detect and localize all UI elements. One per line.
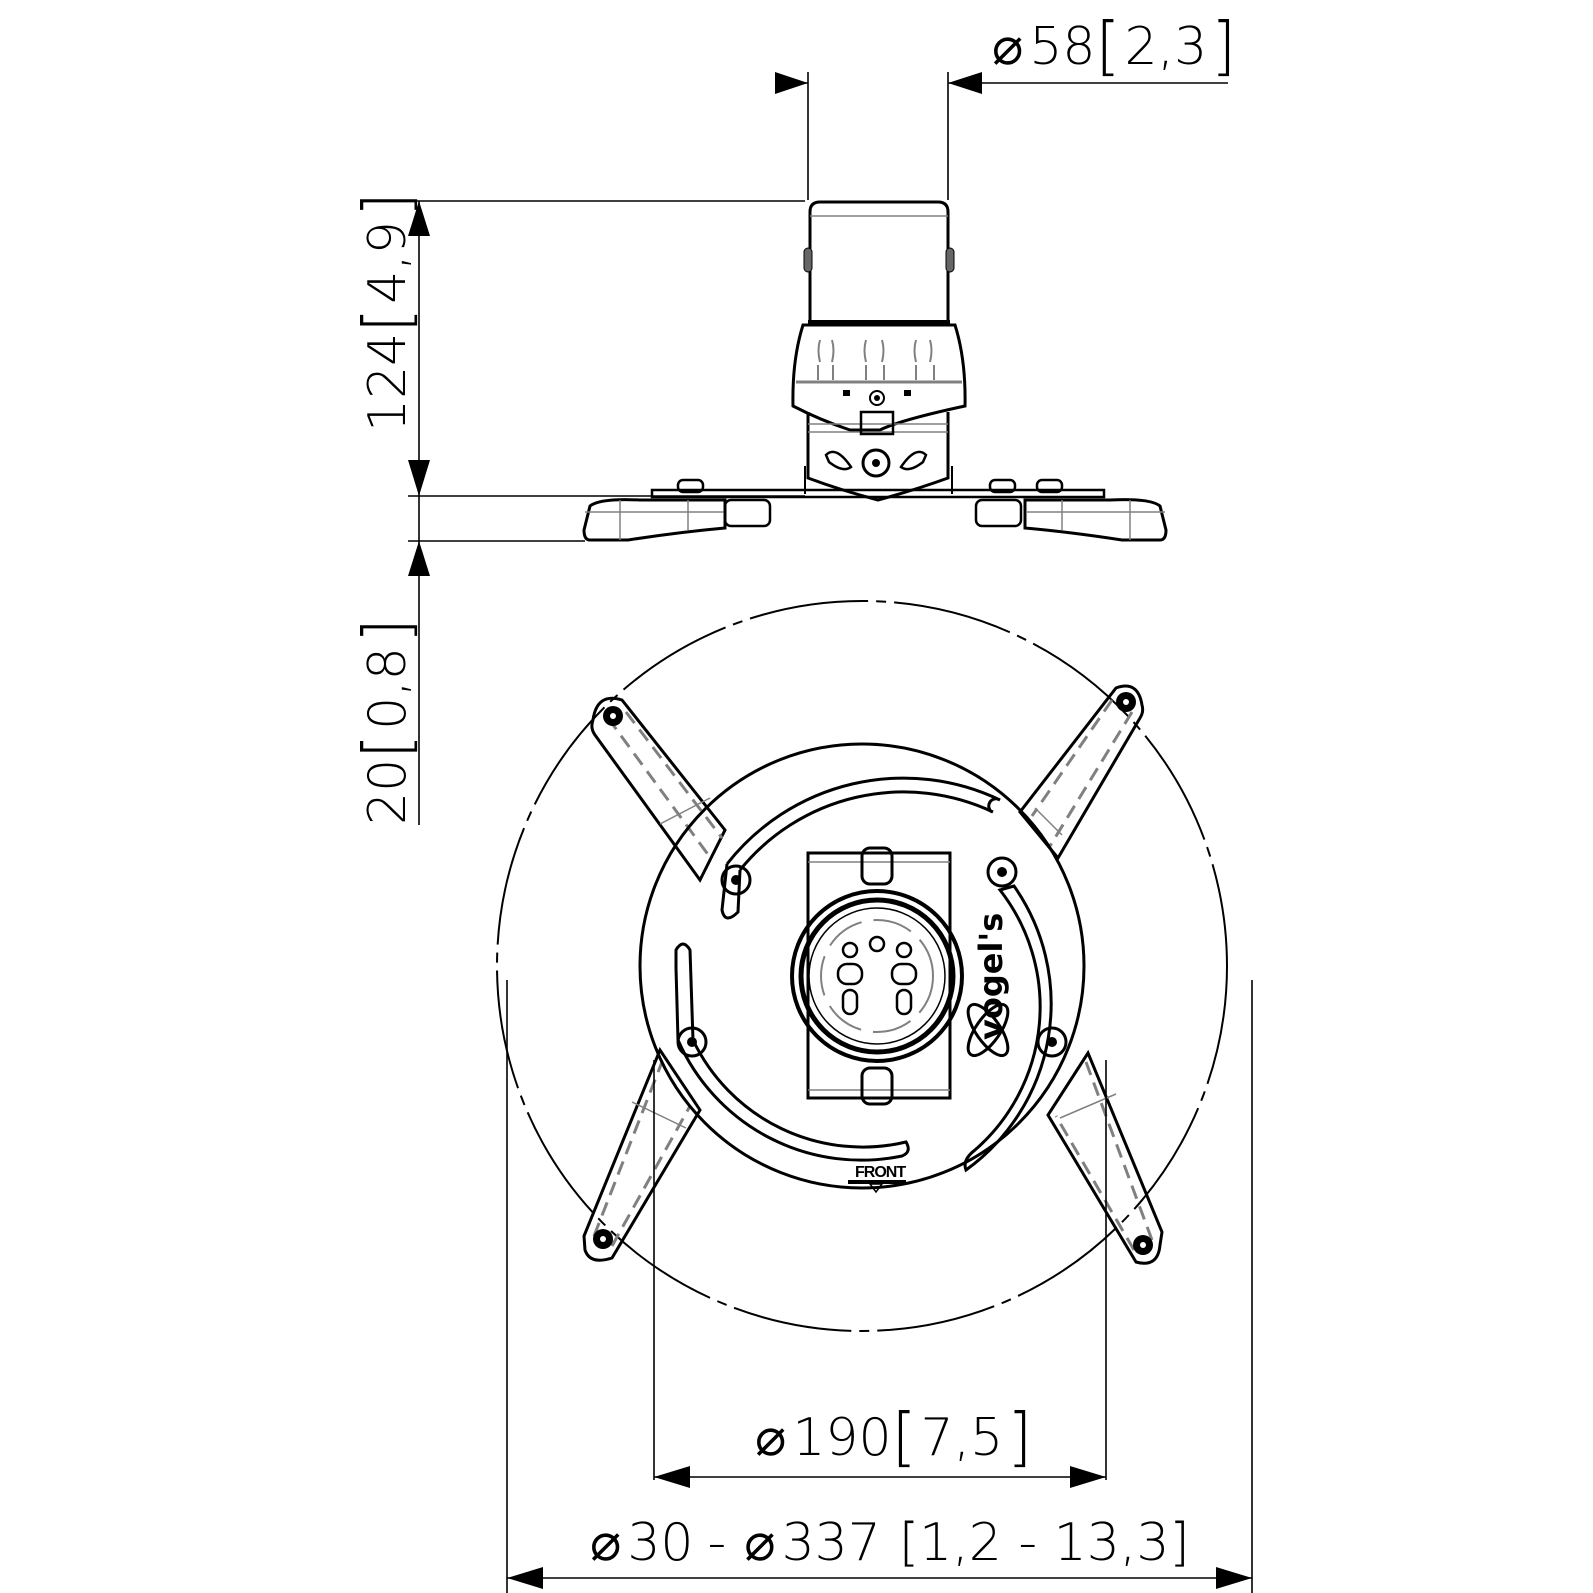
bracket-open: [ [892,1401,917,1475]
hinge-block [806,412,950,502]
dimension-plate-diameter: ⌀190[7,5] [653,1060,1107,1488]
svg-text:⌀190[7,5]: ⌀190[7,5] [755,1401,1032,1475]
dim-inch-value: 4,9 [358,221,418,304]
diameter-symbol: ⌀ [590,1513,621,1573]
tube [808,200,950,320]
dim-value: 58 [1029,17,1095,77]
dimension-height: 124[4,9] [351,192,805,542]
top-view: vogel's FRONT [496,600,1228,1332]
arm-bottom-left [582,1046,702,1262]
arm-bottom-right [1046,1049,1164,1265]
dim-value: 20 [358,759,418,825]
bracket-open: [ [351,734,425,759]
svg-text:124[4,9]: 124[4,9] [351,192,425,432]
dimension-base-height: 20[0,8] [351,496,430,825]
svg-text:20[0,8]: 20[0,8] [351,618,425,825]
svg-text:⌀30-⌀337[1,2 - 13,3]: ⌀30-⌀337[1,2 - 13,3] [590,1513,1190,1573]
mounting-plate [638,742,1086,1190]
bracket-close: ] [351,192,425,217]
slot-bolts [676,856,1068,1058]
range-circle [496,600,1228,1332]
front-label: FRONT [855,1164,906,1181]
slot-right [963,884,1053,1173]
brand-logo-text: vogel's [972,913,1010,1040]
dim-max: 337 [782,1513,881,1573]
dim-inch-range: [1,2 - 13,3] [899,1513,1190,1573]
bracket-close: ] [351,618,425,643]
bracket-open: [ [351,308,425,333]
arm-top-right [1018,684,1145,861]
dim-inch-value: 7,5 [921,1408,1004,1468]
dimension-span-range: ⌀30-⌀337[1,2 - 13,3] [506,980,1253,1593]
front-marker: FRONT [848,1164,907,1194]
bracket-open: [ [1095,10,1120,84]
diameter-symbol: ⌀ [744,1513,775,1573]
brand-logo: vogel's [966,913,1010,1058]
arm-top-left [590,696,727,883]
bracket-close: ] [1211,10,1236,84]
collar [791,323,967,432]
dim-value: 124 [358,333,418,432]
dim-separator: - [707,1513,726,1573]
svg-text:⌀58[2,3]: ⌀58[2,3] [992,10,1236,84]
foot-right [1023,498,1168,542]
diameter-symbol: ⌀ [755,1408,786,1468]
diameter-symbol: ⌀ [992,17,1023,77]
dim-min: 30 [627,1513,693,1573]
slot-top-left [725,776,1001,871]
dim-inch-value: 2,3 [1124,17,1207,77]
center-mount [790,846,964,1106]
dim-inch-value: 0,8 [358,647,418,730]
side-view [582,200,1168,542]
dim-value: 190 [792,1408,891,1468]
base-bar [650,488,1106,499]
foot-left [582,498,727,542]
dimension-tube-diameter: ⌀58[2,3] [775,10,1236,200]
bracket-close: ] [1007,1401,1032,1475]
